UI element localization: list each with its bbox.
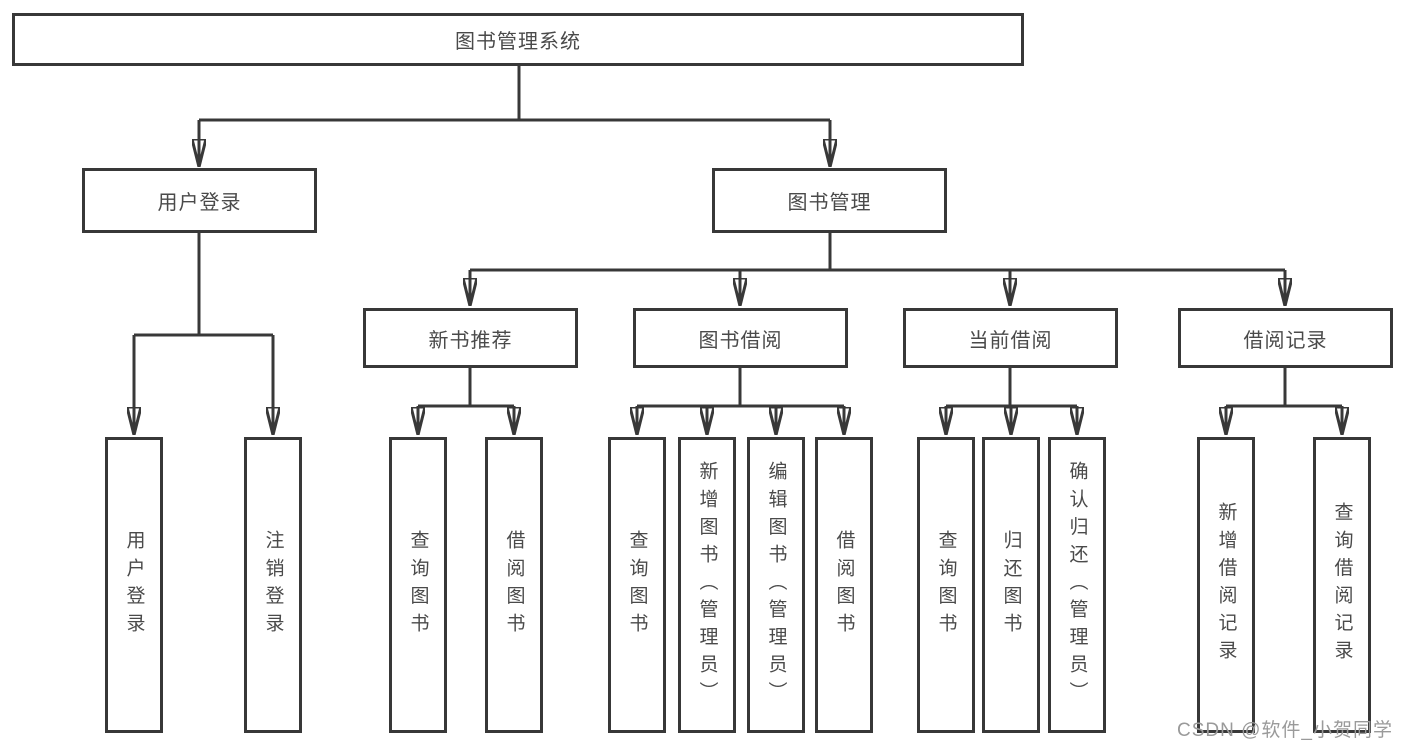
node-user-login: 用户登录 xyxy=(82,168,317,233)
leaf-borrow-books-recommend: 借阅图书 xyxy=(485,437,543,733)
node-book-borrowing: 图书借阅 xyxy=(633,308,848,368)
node-library-management-system: 图书管理系统 xyxy=(12,13,1024,66)
leaf-edit-books-admin: 编辑图书（管理员） xyxy=(747,437,805,733)
node-book-management: 图书管理 xyxy=(712,168,947,233)
leaf-logout: 注销登录 xyxy=(244,437,302,733)
leaf-return-books: 归还图书 xyxy=(982,437,1040,733)
leaf-query-books-borrow: 查询图书 xyxy=(608,437,666,733)
leaf-query-borrow-record: 查询借阅记录 xyxy=(1313,437,1371,733)
leaf-confirm-return-admin: 确认归还（管理员） xyxy=(1048,437,1106,733)
leaf-add-books-admin: 新增图书（管理员） xyxy=(678,437,736,733)
node-borrowing-records: 借阅记录 xyxy=(1178,308,1393,368)
csdn-watermark: CSDN @软件_小贺同学 xyxy=(1177,720,1393,741)
node-current-borrowing: 当前借阅 xyxy=(903,308,1118,368)
leaf-query-books-recommend: 查询图书 xyxy=(389,437,447,733)
leaf-add-borrow-record: 新增借阅记录 xyxy=(1197,437,1255,733)
leaf-borrow-books: 借阅图书 xyxy=(815,437,873,733)
leaf-user-login: 用户登录 xyxy=(105,437,163,733)
node-new-book-recommendation: 新书推荐 xyxy=(363,308,578,368)
leaf-query-books-current: 查询图书 xyxy=(917,437,975,733)
